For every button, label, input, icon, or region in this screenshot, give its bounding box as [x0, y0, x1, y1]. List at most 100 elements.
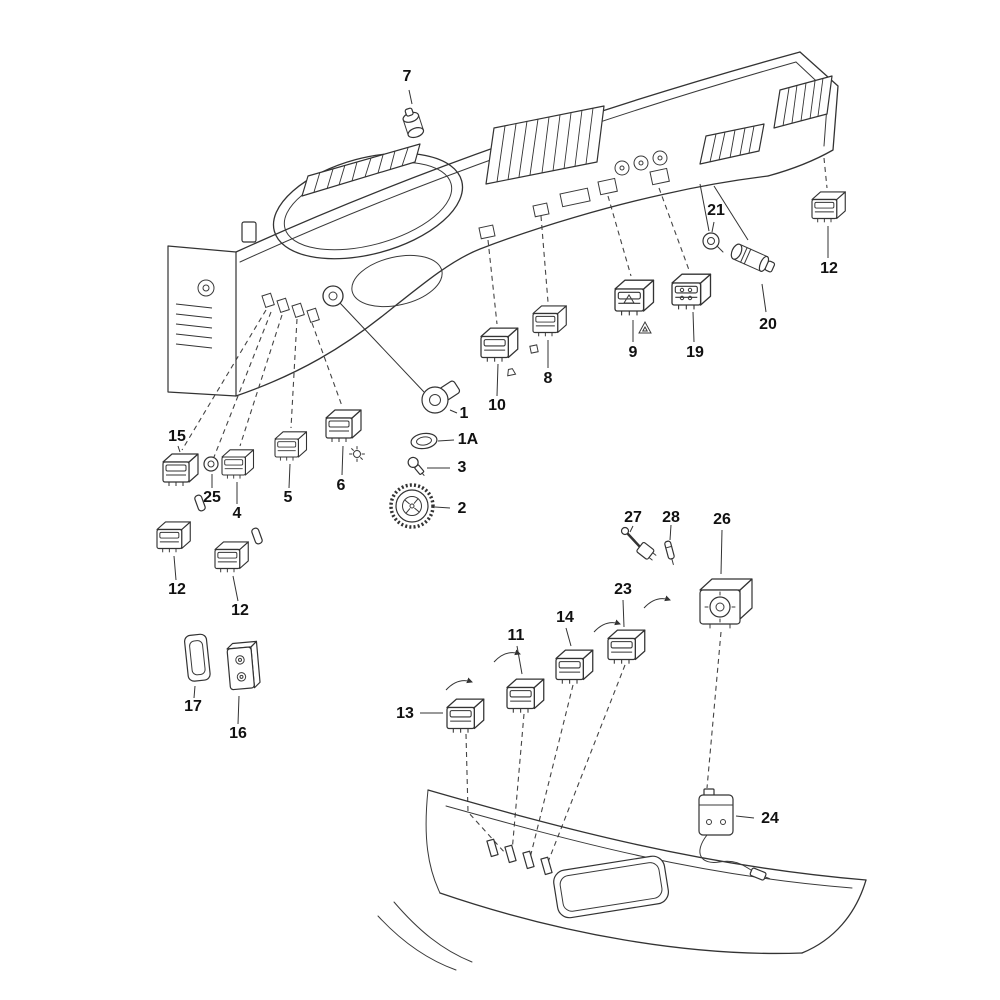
leader-21: [699, 183, 710, 232]
part-label-11: 11: [508, 627, 525, 644]
part-5: [274, 431, 308, 462]
part-label-4: 4: [233, 505, 242, 522]
leader-6: [311, 322, 343, 407]
part-label-12a: 12: [820, 260, 838, 277]
label-line-19: [692, 311, 695, 343]
leader-4: [239, 314, 283, 447]
indicator-icon-8: [529, 344, 539, 354]
part-10: [480, 327, 519, 363]
part-label-8: 8: [544, 370, 553, 387]
part-21: [702, 232, 724, 253]
label-line-17: [193, 685, 196, 699]
part-11: [506, 678, 545, 714]
part-24: [698, 788, 752, 871]
left-speaker-grille: [175, 279, 215, 349]
part-label-28: 28: [662, 509, 680, 526]
dash-left-endcap: [167, 245, 237, 397]
light-icon-6: [349, 446, 365, 462]
relay-wire: [699, 834, 752, 871]
leader-1: [339, 302, 425, 393]
mounting-clip-a: [194, 494, 206, 512]
part-number-labels: 7 21 12 20 19 9 8 10 1 1A 3 2 6 5 4 25 1…: [168, 68, 838, 827]
leader-20: [713, 185, 749, 241]
part-label-1: 1: [460, 405, 469, 422]
part-label-2: 2: [458, 500, 467, 517]
part-13: [446, 698, 485, 734]
part-label-12c: 12: [231, 602, 249, 619]
direction-arrow-icon-11: [493, 649, 521, 663]
mounting-clip-b: [251, 527, 263, 545]
part-20: [730, 243, 776, 273]
part-label-21: 21: [707, 202, 725, 219]
part-4: [221, 449, 255, 480]
part-label-17: 17: [184, 698, 202, 715]
leader-lines: [181, 157, 828, 863]
part-16: [226, 640, 261, 691]
part-15: [162, 453, 199, 487]
direction-arrow-icon-14: [593, 619, 621, 633]
part-17: [183, 633, 211, 682]
part-label-12b: 12: [168, 581, 186, 598]
part-27: [620, 526, 657, 561]
part-6: [325, 409, 362, 443]
leader-19: [658, 187, 690, 271]
part-2: [389, 483, 435, 529]
part-12-right: [811, 191, 846, 223]
label-line-5: [288, 463, 291, 489]
part-25: [203, 456, 219, 472]
leader-25: [213, 311, 272, 458]
label-line-21: [711, 221, 715, 233]
label-line-28: [669, 524, 672, 541]
center-console: [377, 789, 867, 971]
dash-switch-cutouts: [261, 167, 670, 324]
leader-26-console: [706, 631, 722, 789]
part-label-23: 23: [614, 581, 632, 598]
indicator-icon-10: [507, 368, 517, 377]
label-line-20: [761, 283, 767, 313]
label-line-24: [735, 815, 755, 819]
warning-triangle-icon: [638, 320, 652, 334]
label-line-12c: [232, 575, 239, 602]
dashboard-outline: [167, 51, 839, 397]
steering-column-shroud: [322, 254, 443, 308]
label-line-26: [720, 529, 723, 575]
direction-arrow-icon-23: [643, 595, 671, 609]
defroster-vent-grille: [301, 143, 421, 197]
label-line-1: [449, 409, 458, 414]
label-line-16: [237, 695, 240, 725]
console-switch-slots: [486, 838, 553, 876]
leader-12-right: [823, 157, 828, 189]
label-line-14: [565, 627, 572, 647]
leader-9: [607, 195, 632, 277]
part-label-5: 5: [284, 489, 293, 506]
part-12-left-lower: [214, 541, 249, 573]
part-label-15: 15: [168, 428, 186, 445]
part-23: [607, 629, 646, 665]
radio-slot: [559, 187, 591, 208]
leader-10: [487, 239, 498, 325]
part-9: [614, 279, 655, 317]
part-label-16: 16: [229, 725, 247, 742]
label-line-27: [629, 525, 634, 533]
switch-hole: [322, 285, 344, 307]
hazard-symbol-on-switch: [623, 294, 635, 304]
part-28: [664, 540, 675, 566]
label-line-2: [434, 506, 451, 509]
part-1A: [410, 432, 438, 450]
part-label-19: 19: [686, 344, 704, 361]
leader-14-console: [529, 684, 574, 859]
dash-left-detail: [241, 221, 257, 243]
part-label-3: 3: [458, 459, 467, 476]
part-label-25: 25: [203, 489, 221, 506]
label-line-1A: [437, 439, 455, 442]
part-1: [421, 380, 461, 414]
wire-connector-24: [749, 867, 771, 881]
part-label-1A: 1A: [458, 431, 479, 448]
label-line-6: [341, 445, 344, 476]
part-label-7: 7: [403, 68, 412, 85]
heater-control-knobs: [614, 150, 668, 176]
part-label-24: 24: [761, 810, 779, 827]
part-3: [407, 456, 425, 476]
